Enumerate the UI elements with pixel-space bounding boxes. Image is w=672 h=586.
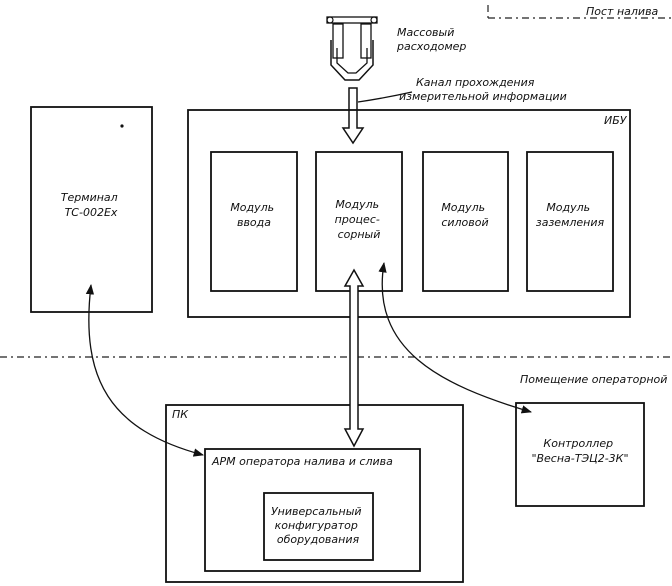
- configurator-label: Универсальный конфигуратор оборудования: [271, 505, 365, 546]
- controller-box: [515, 402, 645, 507]
- terminal-box: [30, 106, 153, 313]
- zone-label-fill-post: Пост налива: [586, 5, 659, 18]
- pc-label: ПК: [172, 408, 189, 421]
- controller-label: Контроллер "Весна-ТЭЦ2-3К": [531, 437, 628, 465]
- module-grounding-box: [526, 151, 614, 292]
- terminal-arm-link: [85, 283, 205, 457]
- measurement-channel-arrow: [341, 87, 365, 145]
- flowmeter-icon: [326, 16, 378, 81]
- module-input-box: [210, 151, 298, 292]
- flowmeter-label: Массовый расходомер: [396, 26, 466, 53]
- terminal-dot: [120, 124, 124, 128]
- processor-controller-link: [378, 261, 532, 414]
- module-input-label: Модуль ввода: [230, 201, 277, 229]
- arm-label: АРМ оператора налива и слива: [211, 455, 393, 468]
- module-grounding-label: Модуль заземления: [536, 201, 605, 229]
- channel-leader-line: [357, 91, 413, 103]
- zone-label-operator-room: Помещение операторной: [520, 373, 667, 386]
- terminal-label: Терминал ТС-002Ех: [61, 191, 121, 219]
- module-processor-box: [315, 151, 403, 292]
- processor-arm-double-arrow: [343, 268, 365, 448]
- configurator-box: [263, 492, 374, 561]
- module-processor-label: Модуль процес- сорный: [335, 198, 384, 241]
- channel-label: Канал прохождения измерительной информац…: [399, 76, 567, 103]
- pc-box: [165, 404, 464, 583]
- module-power-label: Модуль силовой: [441, 201, 488, 229]
- ibu-label: ИБУ: [604, 114, 628, 127]
